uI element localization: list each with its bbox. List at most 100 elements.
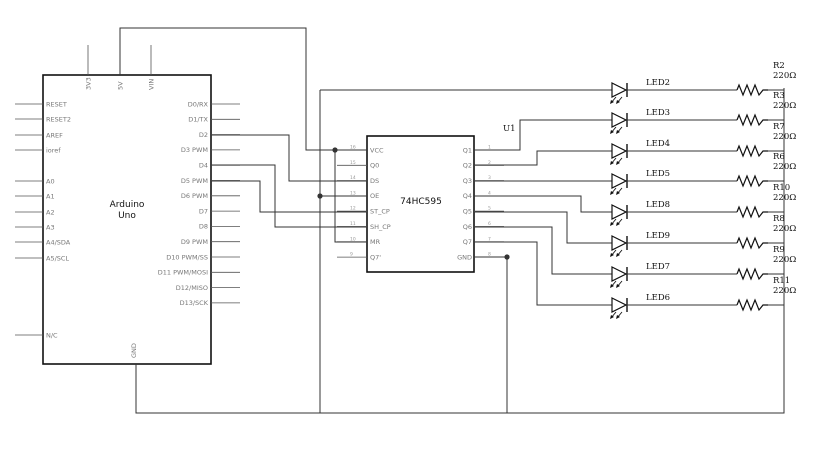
shift-register-74hc595: 74HC595 U1 VCC16Q015DS14OE13ST_CP12SH_CP…: [337, 124, 516, 273]
led-resistor-rows: LED2R2220ΩLED3R3220ΩLED4R7220ΩLED5R6220Ω…: [610, 61, 796, 319]
resistor-value: 220Ω: [773, 101, 796, 111]
shift-register-right-pin-number: 2: [488, 160, 491, 166]
arduino-gnd-pin-label: GND: [130, 343, 138, 358]
led-icon: [610, 204, 628, 226]
arduino-right-pin-label: D11 PWM/MOSI: [158, 269, 208, 277]
arduino-left-pin-label: RESET: [46, 100, 67, 108]
led-icon: [610, 143, 628, 165]
shift-register-right-pin-label: Q7: [463, 238, 472, 246]
arduino-right-pin-label: D1/TX: [188, 116, 208, 124]
resistor-name: R11: [773, 276, 790, 286]
arduino-left-pin-label: A4/SDA: [46, 238, 71, 246]
arduino-top-pin-label: VIN: [148, 79, 156, 90]
resistor-value: 220Ω: [773, 162, 796, 172]
shift-register-left-pin-number: 11: [350, 221, 356, 227]
shift-register-right-pin-label: Q2: [463, 162, 472, 170]
wire-q5: [474, 211, 612, 244]
shift-register-right-pin-number: 5: [488, 206, 491, 212]
shift-register-right-pin-label: Q1: [463, 146, 472, 154]
shift-register-right-pin-number: 3: [488, 175, 491, 181]
shift-register-body: [366, 135, 475, 273]
led-label: LED5: [646, 169, 670, 179]
shift-register-left-pin-number: 10: [350, 236, 356, 242]
shift-register-left-pin-number: 15: [350, 160, 356, 166]
arduino-top-pin-label: 3V3: [85, 77, 93, 90]
arduino-body: [42, 74, 212, 365]
arduino-right-pin-label: D9 PWM: [181, 238, 208, 246]
shift-register-left-pin-label: SH_CP: [370, 223, 391, 231]
resistor-icon: [736, 267, 768, 281]
arduino-left-pin-label: N/C: [46, 331, 58, 339]
arduino-left-pin-label: A2: [46, 208, 55, 216]
arduino-title-line2: Uno: [118, 211, 136, 221]
resistor-name: R6: [773, 152, 785, 162]
shift-register-left-pin-label: Q7': [370, 253, 381, 261]
arduino-right-pin-label: D13/SCK: [180, 299, 209, 307]
led-label: LED6: [646, 293, 670, 303]
arduino-left-pin-label: A5/SCL: [46, 254, 69, 262]
shift-register-designator: U1: [503, 124, 516, 134]
led-icon: [610, 82, 628, 104]
arduino-left-pin-label: RESET2: [46, 115, 71, 123]
led-label: LED3: [646, 108, 670, 118]
resistor-icon: [736, 205, 768, 219]
wire-d5-stcp: [211, 180, 367, 213]
arduino-right-pin-label: D6 PWM: [181, 192, 208, 200]
wire-q6: [474, 226, 612, 275]
arduino-right-pin-label: D2: [199, 131, 208, 139]
wires: [119, 27, 785, 414]
arduino-left-pin-label: A0: [46, 177, 55, 185]
shift-register-right-pin-number: 1: [488, 145, 491, 151]
shift-register-right-pin-label: Q3: [463, 177, 472, 185]
led-label: LED9: [646, 231, 670, 241]
arduino-right-pin-label: D0/RX: [188, 100, 209, 108]
arduino-right-pin-label: D10 PWM/SS: [166, 253, 208, 261]
led-label: LED7: [646, 262, 670, 272]
wire-5v: [119, 27, 367, 151]
wire-gnd-bus: [135, 88, 785, 414]
shift-register-right-pin-number: 6: [488, 221, 491, 227]
resistor-icon: [736, 113, 768, 127]
arduino-right-pin-label: D4: [199, 162, 208, 170]
shift-register-right-pin-number: 7: [488, 236, 491, 242]
resistor-icon: [736, 174, 768, 188]
shift-register-left-pin-label: OE: [370, 192, 379, 200]
led-icon: [610, 266, 628, 288]
shift-register-left-pin-number: 16: [350, 145, 356, 151]
led-label: LED4: [646, 139, 670, 149]
resistor-name: R2: [773, 61, 785, 71]
shift-register-right-pin-label: Q5: [463, 208, 472, 216]
wire-u1-gnd: [474, 256, 508, 413]
resistor-value: 220Ω: [773, 71, 796, 81]
shift-register-right-pin-number: 8: [488, 252, 491, 258]
arduino-right-pin-label: D7: [199, 207, 208, 215]
shift-register-left-pin-label: Q0: [370, 162, 379, 170]
resistor-value: 220Ω: [773, 255, 796, 265]
led-label: LED2: [646, 78, 670, 88]
resistor-name: R10: [773, 183, 790, 193]
shift-register-left-pin-number: 9: [350, 252, 353, 258]
resistor-value: 220Ω: [773, 286, 796, 296]
arduino-right-pin-label: D12/MISO: [176, 284, 208, 292]
resistor-value: 220Ω: [773, 224, 796, 234]
resistor-name: R7: [773, 122, 785, 132]
resistor-icon: [736, 236, 768, 250]
arduino-left-pin-label: A3: [46, 223, 55, 231]
resistor-name: R9: [773, 245, 785, 255]
arduino-right-pin-label: D3 PWM: [181, 146, 208, 154]
arduino-title-line1: Arduino: [110, 200, 145, 210]
shift-register-left-pin-number: 14: [350, 175, 356, 181]
led-icon: [610, 297, 628, 319]
shift-register-left-pin-number: 12: [350, 206, 356, 212]
arduino-left-pin-label: A1: [46, 192, 55, 200]
